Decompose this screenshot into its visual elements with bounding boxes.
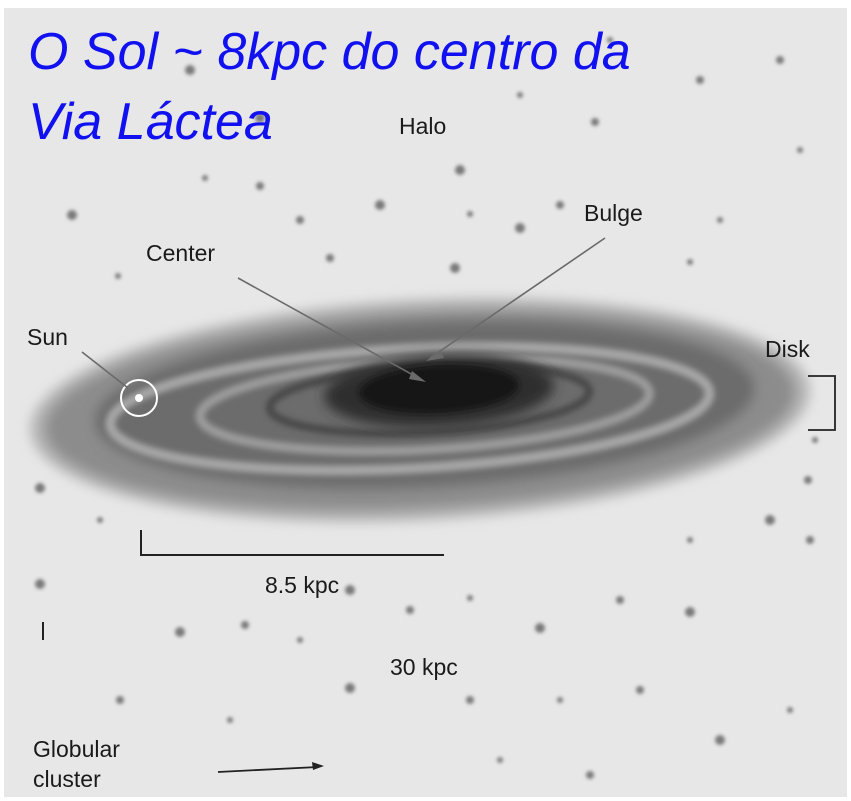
halo-star-dot <box>687 259 693 265</box>
halo-star-dot <box>326 254 334 262</box>
bulge-label: Bulge <box>584 200 643 226</box>
halo-star-dot <box>241 621 249 629</box>
halo-star-dot <box>535 623 545 633</box>
halo-star-dot <box>467 595 473 601</box>
halo-star-dot <box>67 210 77 220</box>
halo-star-dot <box>35 483 45 493</box>
halo-star-dot <box>467 211 473 217</box>
halo-star-dot <box>515 223 525 233</box>
scale-bar-small <box>140 530 444 556</box>
globular-cluster-label-line-1: Globular <box>33 736 120 762</box>
halo-star-dot <box>812 437 818 443</box>
halo-star-dot <box>616 596 624 604</box>
halo-star-dot <box>787 707 793 713</box>
halo-star-dot <box>296 216 304 224</box>
halo-star-dot <box>375 200 385 210</box>
halo-star-dot <box>717 217 723 223</box>
bulge-pointer-line <box>429 237 606 359</box>
halo-star-dot <box>35 579 45 589</box>
halo-star-dot <box>497 757 503 763</box>
halo-star-dot <box>256 182 264 190</box>
halo-star-dot <box>715 735 725 745</box>
halo-star-dot <box>455 165 465 175</box>
halo-star-dot <box>297 637 303 643</box>
halo-star-dot <box>227 717 233 723</box>
halo-star-dot <box>586 771 594 779</box>
halo-star-dot <box>175 627 185 637</box>
halo-label: Halo <box>399 113 447 139</box>
halo-star-dot <box>696 76 704 84</box>
halo-star-dot <box>687 537 693 543</box>
halo-star-dot <box>804 476 812 484</box>
disk-thickness-bracket <box>808 375 836 431</box>
halo-star-dot <box>115 273 121 279</box>
sun-pointer-line <box>81 351 129 389</box>
halo-star-dot <box>591 118 599 126</box>
halo-star-dot <box>776 56 784 64</box>
halo-star-dot <box>466 696 474 704</box>
center-label: Center <box>146 240 216 266</box>
sun-marker-icon <box>120 379 158 417</box>
center-pointer-arrowhead <box>409 371 426 382</box>
halo-star-dot <box>185 65 195 75</box>
scale-large-label: 30 kpc <box>390 654 458 680</box>
disk-label: Disk <box>765 336 810 362</box>
halo-star-dot <box>556 201 564 209</box>
halo-star-dot <box>116 696 124 704</box>
halo-star-dot <box>636 686 644 694</box>
halo-star-dot <box>345 585 355 595</box>
bulge-pointer-arrowhead <box>426 350 444 361</box>
center-pointer-line <box>237 277 423 381</box>
halo-star-dot <box>345 683 355 693</box>
sun-label: Sun <box>27 324 68 350</box>
halo-star-dot <box>806 536 814 544</box>
halo-star-dot <box>255 113 265 123</box>
halo-star-dot <box>406 606 414 614</box>
halo-star-dot <box>450 263 460 273</box>
halo-star-dots <box>35 37 818 779</box>
globular-cluster-arrow <box>217 762 324 773</box>
halo-star-dot <box>765 515 775 525</box>
halo-star-dot <box>97 517 103 523</box>
slide-title-line-2: Via Láctea <box>28 93 273 151</box>
galaxy-disk <box>30 298 810 522</box>
slide-title-line-1: O Sol ~ 8kpc do centro da <box>28 23 631 81</box>
halo-star-dot <box>607 37 613 43</box>
scale-small-label: 8.5 kpc <box>265 572 340 598</box>
halo-star-dot <box>685 607 695 617</box>
globular-cluster-label-line-2: cluster <box>33 766 101 792</box>
halo-star-dot <box>517 92 523 98</box>
halo-star-dot <box>797 147 803 153</box>
halo-star-dot <box>557 697 563 703</box>
halo-star-dot <box>202 175 208 181</box>
